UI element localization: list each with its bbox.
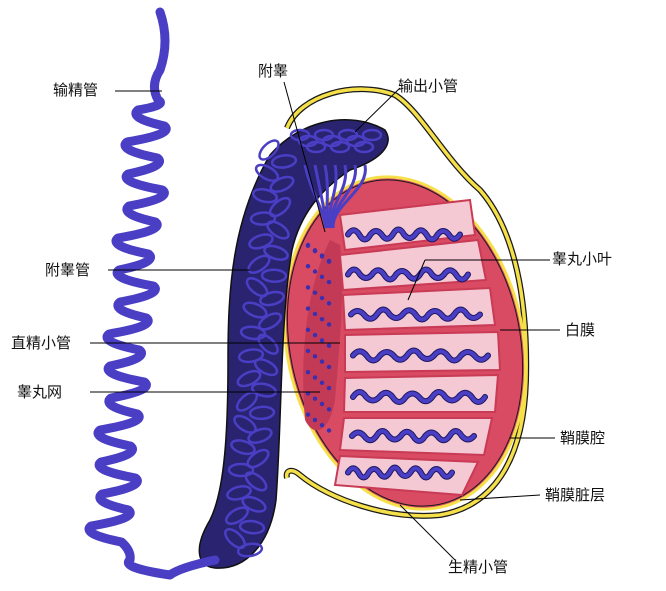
label-vaginal-cavity: 鞘膜腔: [560, 429, 605, 447]
label-rete-testis: 睾丸网: [17, 383, 62, 401]
label-vas-deferens: 输精管: [53, 81, 98, 99]
vas-deferens: [89, 12, 215, 575]
label-lobule: 睾丸小叶: [552, 250, 612, 268]
label-efferent-ductules: 输出小管: [398, 77, 458, 95]
label-epididymis: 附睾: [258, 62, 288, 80]
label-tunica-albuginea: 白膜: [565, 321, 595, 339]
label-straight-tubules: 直精小管: [11, 334, 71, 352]
label-visceral-layer: 鞘膜脏层: [545, 486, 605, 504]
label-ductus-epididymidis: 附睾管: [45, 261, 90, 279]
label-seminiferous-tubules: 生精小管: [448, 558, 508, 576]
